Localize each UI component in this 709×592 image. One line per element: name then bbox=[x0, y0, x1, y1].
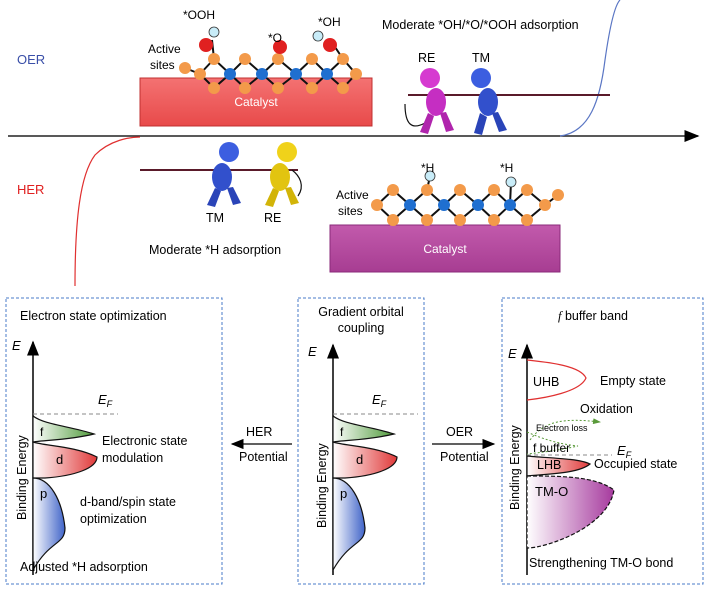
her-label: HER bbox=[17, 182, 44, 197]
left-panel: Electron state optimization E Binding En… bbox=[5, 297, 223, 585]
left-d-band bbox=[32, 441, 98, 479]
adsorbate-oh: *OH bbox=[318, 15, 341, 29]
left-note2-2: optimization bbox=[80, 512, 147, 526]
oer-label: OER bbox=[17, 52, 45, 67]
svg-text:coupling: coupling bbox=[338, 321, 385, 335]
her-adsorbate-h-2: *H bbox=[500, 161, 513, 175]
left-energy-axis: E bbox=[12, 338, 21, 353]
her-catalyst: Catalyst bbox=[329, 224, 561, 273]
adsorbate-o: *O bbox=[268, 31, 282, 45]
left-f-band bbox=[32, 414, 97, 443]
svg-text:Binding Energy: Binding Energy bbox=[315, 442, 329, 528]
oer-arrow: OER Potential bbox=[432, 425, 496, 464]
ooh-h-atom bbox=[208, 26, 220, 38]
her-figures bbox=[140, 142, 302, 207]
svg-text:EF: EF bbox=[617, 443, 632, 460]
her-active-sites-2: sites bbox=[338, 204, 363, 218]
her-arrow: HER Potential bbox=[230, 425, 292, 464]
oer-curve bbox=[559, 0, 621, 137]
svg-text:E: E bbox=[308, 344, 317, 359]
her-lattice bbox=[376, 175, 559, 222]
oh-red-atom bbox=[323, 38, 337, 52]
svg-text:EF: EF bbox=[372, 392, 387, 409]
h-atom-2 bbox=[505, 176, 517, 188]
left-note1-2: modulation bbox=[102, 451, 163, 465]
left-p-band bbox=[32, 477, 66, 573]
svg-text:Gradient orbital: Gradient orbital bbox=[318, 305, 403, 319]
svg-text:d: d bbox=[356, 452, 363, 467]
svg-text:TM-O: TM-O bbox=[535, 484, 568, 499]
uhb-band bbox=[526, 359, 587, 401]
svg-text:Electron loss: Electron loss bbox=[536, 423, 588, 433]
svg-text:f buffer band: f buffer band bbox=[558, 309, 628, 323]
svg-text:Binding Energy: Binding Energy bbox=[508, 424, 522, 510]
svg-text:LHB: LHB bbox=[537, 458, 561, 472]
svg-text:f: f bbox=[340, 425, 344, 439]
svg-text:UHB: UHB bbox=[533, 375, 559, 389]
oer-active-sites-2: sites bbox=[150, 58, 175, 72]
her-atoms bbox=[371, 170, 564, 226]
oer-catalyst: Catalyst bbox=[139, 77, 373, 127]
o-red-atom bbox=[273, 40, 287, 54]
her-description: Moderate *H adsorption bbox=[149, 243, 281, 257]
right-footer: Strengthening TM-O bond bbox=[529, 556, 673, 570]
her-active-sites-1: Active bbox=[336, 188, 369, 202]
oer-catalyst-label: Catalyst bbox=[234, 95, 278, 109]
svg-text:EF: EF bbox=[98, 392, 113, 409]
svg-text:f buffer: f buffer bbox=[533, 441, 570, 455]
left-y-axis-label: Binding Energy bbox=[15, 434, 29, 520]
svg-text:Oxidation: Oxidation bbox=[580, 402, 633, 416]
svg-text:d: d bbox=[56, 452, 63, 467]
left-panel-title: Electron state optimization bbox=[20, 309, 167, 323]
h-atom-1 bbox=[424, 170, 436, 182]
oer-figures bbox=[404, 68, 610, 135]
oer-active-sites-1: Active bbox=[148, 42, 181, 56]
tmo-band bbox=[526, 475, 615, 549]
svg-text:Potential: Potential bbox=[239, 450, 288, 464]
svg-text:p: p bbox=[340, 486, 347, 501]
svg-text:f: f bbox=[40, 425, 44, 439]
her-adsorbate-h-1: *H bbox=[421, 161, 434, 175]
f-buffer-band bbox=[526, 431, 579, 455]
left-note1-1: Electronic state bbox=[102, 434, 188, 448]
ooh-red-atom bbox=[199, 38, 213, 52]
svg-text:HER: HER bbox=[246, 425, 272, 439]
svg-text:p: p bbox=[40, 486, 47, 501]
svg-text:Empty state: Empty state bbox=[600, 374, 666, 388]
svg-text:Potential: Potential bbox=[440, 450, 489, 464]
left-note2-1: d-band/spin state bbox=[80, 495, 176, 509]
left-footer: Adjusted *H adsorption bbox=[20, 560, 148, 574]
svg-text:Occupied state: Occupied state bbox=[594, 457, 677, 471]
middle-panel: Gradient orbital coupling E Binding Ener… bbox=[297, 297, 425, 585]
svg-text:E: E bbox=[508, 346, 517, 361]
oh-h-atom bbox=[312, 30, 324, 42]
oer-figure-right-label: TM bbox=[472, 51, 490, 65]
right-panel: f buffer band E Binding Energy UHB Empty… bbox=[501, 297, 704, 585]
oer-figure-left-label: RE bbox=[418, 51, 435, 65]
her-curve bbox=[74, 136, 141, 287]
oer-atoms bbox=[179, 26, 362, 94]
adsorbate-ooh: *OOH bbox=[183, 8, 215, 22]
her-catalyst-label: Catalyst bbox=[423, 242, 467, 256]
oer-description: Moderate *OH/*O/*OOH adsorption bbox=[382, 18, 579, 32]
her-figure-right-label: RE bbox=[264, 211, 281, 225]
electron-loss-arrow bbox=[529, 418, 601, 441]
lhb-band bbox=[526, 455, 592, 477]
svg-text:OER: OER bbox=[446, 425, 473, 439]
her-figure-left-label: TM bbox=[206, 211, 224, 225]
